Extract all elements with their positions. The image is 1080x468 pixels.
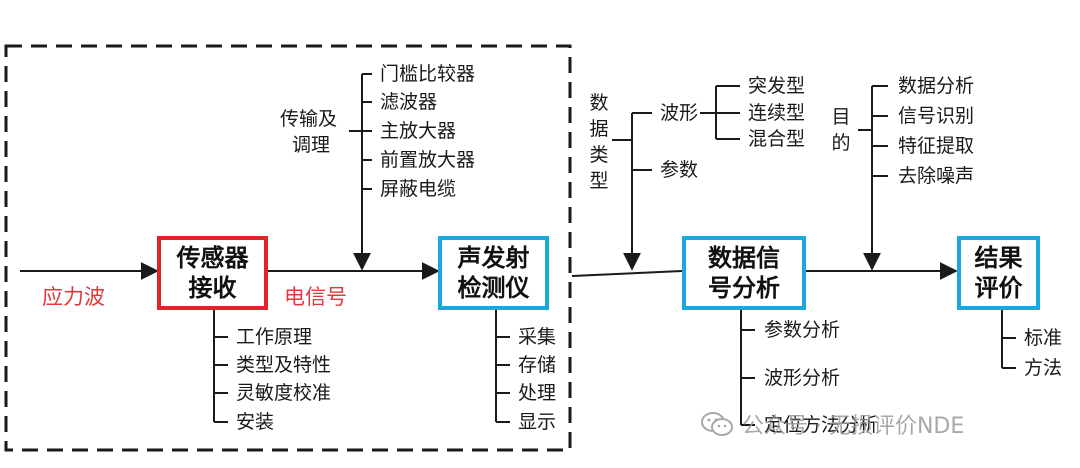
waveform-type: 混合型 (748, 128, 806, 150)
result-box-line1: 结果 (974, 244, 1023, 272)
stress-wave-label: 应力波 (42, 285, 105, 309)
purpose-item: 数据分析 (898, 75, 975, 97)
instrument-item: 采集 (518, 326, 557, 348)
result-item: 方法 (1024, 357, 1063, 379)
purpose-item: 信号识别 (898, 105, 975, 127)
ae-instrument-box-line1: 声发射 (457, 244, 530, 272)
ae-instrument-box: 声发射 检测仪 (438, 236, 549, 310)
transmission-item: 主放大器 (380, 120, 457, 142)
waveform-label: 波形 (660, 102, 699, 124)
instrument-item: 显示 (518, 411, 557, 433)
data-type-label: 数 据 类 型 (589, 92, 609, 192)
sensor-item: 工作原理 (236, 326, 313, 348)
transmission-label-line1: 传输及 (280, 108, 338, 130)
data-analysis-box: 数据信 号分析 (682, 236, 806, 310)
watermark-text: 公众号 · 无损评价NDE (742, 414, 965, 439)
sensor-box-line2: 接收 (188, 274, 237, 302)
sensor-box-line1: 传感器 (176, 244, 249, 272)
sensor-box: 传感器 接收 (157, 236, 268, 310)
transmission-label-line2: 调理 (292, 134, 331, 156)
transmission-item: 屏蔽电缆 (380, 178, 457, 200)
instrument-item: 存储 (518, 354, 557, 376)
waveform-type: 突发型 (748, 75, 806, 97)
sensor-item: 安装 (236, 411, 275, 433)
transmission-item: 门槛比较器 (380, 63, 476, 85)
ae-instrument-box-line2: 检测仪 (457, 274, 530, 302)
analysis-item: 波形分析 (764, 367, 841, 389)
analysis-item: 定位方法分析 (764, 414, 879, 436)
result-box: 结果 评价 (957, 236, 1040, 310)
result-item: 标准 (1024, 327, 1063, 349)
instrument-item: 处理 (518, 382, 557, 404)
dashed-group-border (4, 44, 572, 452)
watermark: 公众号 · 无损评价NDE (700, 408, 964, 440)
electric-signal-label: 电信号 (284, 285, 347, 309)
sensor-item: 灵敏度校准 (236, 382, 332, 404)
purpose-item: 特征提取 (898, 135, 975, 157)
analysis-item: 参数分析 (764, 319, 841, 341)
parameter-label: 参数 (660, 159, 699, 181)
purpose-label: 目 的 (831, 106, 851, 154)
transmission-item: 滤波器 (380, 91, 438, 113)
result-box-line2: 评价 (974, 274, 1023, 302)
transmission-item: 前置放大器 (380, 149, 476, 171)
sensor-item: 类型及特性 (236, 354, 332, 376)
purpose-item: 去除噪声 (898, 165, 975, 187)
waveform-type: 连续型 (748, 102, 806, 124)
line-instrument-to-analysis (571, 270, 683, 277)
wechat-icon (701, 412, 733, 436)
data-analysis-box-line1: 数据信 (708, 244, 780, 272)
data-analysis-box-line2: 号分析 (708, 274, 780, 302)
